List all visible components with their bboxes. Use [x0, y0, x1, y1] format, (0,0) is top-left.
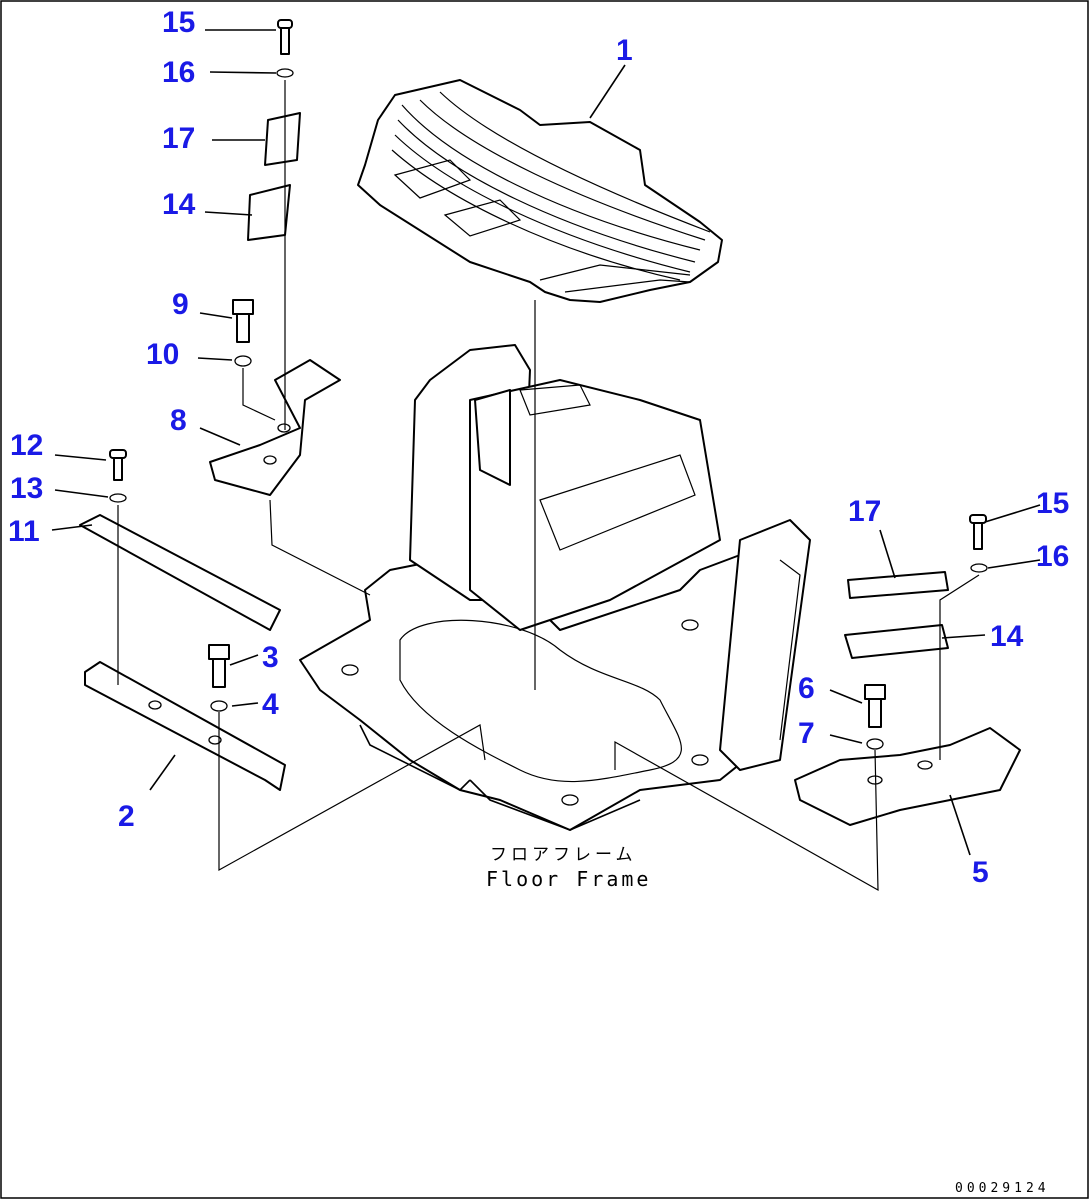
part-14-left-drawing [247, 184, 291, 241]
callout-16-right: 16 [1036, 540, 1069, 573]
floor-frame-caption-en: Floor Frame [486, 867, 651, 891]
callout-11: 11 [8, 515, 40, 548]
leader-lines [51, 29, 1041, 856]
washer-16-left [276, 68, 294, 78]
callout-6: 6 [798, 672, 815, 705]
callout-7: 7 [798, 717, 815, 750]
callout-10: 10 [146, 338, 179, 371]
callout-9: 9 [172, 288, 189, 321]
floor-frame-caption-jp: フロアフレーム [490, 845, 637, 865]
bolt-15-right [969, 514, 987, 550]
callout-17-left: 17 [162, 122, 195, 155]
part-11-drawing [79, 514, 281, 631]
floor-frame-drawing [299, 344, 811, 831]
bolt-12 [109, 449, 127, 481]
part-17-left-drawing [264, 112, 301, 166]
part-17-right-drawing [847, 571, 949, 599]
floor-mat-drawing [357, 79, 723, 303]
callout-1: 1 [616, 34, 633, 67]
callout-15-left: 15 [162, 6, 195, 39]
washer-13 [109, 493, 127, 503]
callout-14-right: 14 [990, 620, 1024, 653]
callout-4: 4 [262, 688, 279, 721]
callout-17-right: 17 [848, 495, 881, 528]
callout-16-left: 16 [162, 56, 195, 89]
washer-4 [210, 700, 228, 712]
part-5-drawing [794, 727, 1021, 826]
part-14-right-drawing [844, 624, 949, 659]
bolt-15-left [277, 19, 293, 55]
part-8-drawing [209, 359, 341, 496]
callout-8: 8 [170, 404, 187, 437]
callout-3: 3 [262, 641, 279, 674]
bolt-6 [864, 684, 886, 728]
callout-12: 12 [10, 429, 43, 462]
bolt-3 [208, 644, 230, 688]
callout-15-right: 15 [1036, 487, 1069, 520]
washer-16-right [970, 563, 988, 573]
callout-13: 13 [10, 472, 43, 505]
drawing-id: 00029124 [955, 1181, 1050, 1196]
washer-10 [234, 355, 252, 367]
assembly-lines [117, 80, 980, 892]
callout-5: 5 [972, 856, 989, 889]
callout-14-left: 14 [162, 188, 196, 221]
washer-7 [866, 738, 884, 750]
callouts: 1 2 3 4 5 6 7 8 9 10 11 12 13 14 14 15 1… [8, 6, 1069, 889]
callout-2: 2 [118, 800, 135, 833]
part-2-drawing [84, 661, 286, 791]
bolt-9 [232, 299, 254, 343]
